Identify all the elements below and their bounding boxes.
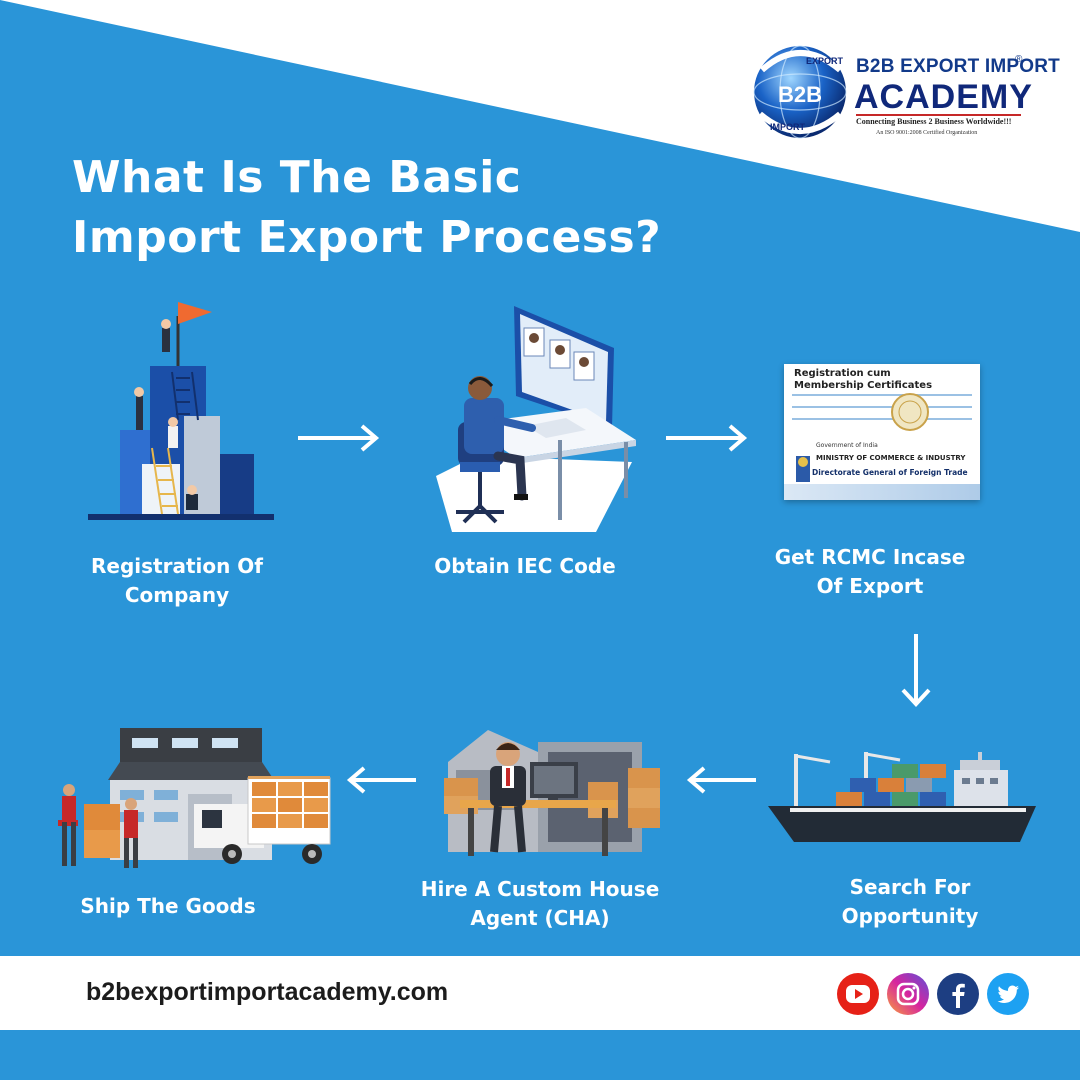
step-label-search-opportunity: Search For Opportunity	[841, 875, 979, 928]
logo-brand-name: B2B EXPORT IMPORT	[856, 56, 1060, 77]
cargo-ship-illustration	[768, 752, 1036, 842]
svg-text:IMPORT: IMPORT	[770, 122, 806, 132]
step-label-iec-code: Obtain IEC Code	[434, 554, 616, 578]
footer-bar: b2bexportimportacademy.com	[0, 956, 1080, 1030]
title-line-2: Import Export Process?	[72, 212, 662, 263]
arrow-right-2-icon	[666, 424, 748, 452]
logo-underline	[856, 114, 1021, 116]
page-title: What Is The Basic Import Export Process?	[72, 148, 661, 268]
registered-mark: ®	[1015, 54, 1023, 65]
youtube-icon[interactable]	[836, 972, 880, 1016]
svg-text:B2B: B2B	[778, 82, 822, 107]
logo-tagline: Connecting Business 2 Business Worldwide…	[856, 117, 1012, 126]
website-link[interactable]: b2bexportimportacademy.com	[86, 978, 449, 1006]
certificate-illustration: Registration cum Membership Certificates…	[784, 364, 980, 500]
certificate-directorate: Directorate General of Foreign Trade	[812, 468, 968, 477]
customs-agent-illustration	[444, 730, 660, 856]
globe-emblem-icon: EXPORT IMPORT B2B	[753, 45, 847, 139]
step-label-ship-goods: Ship The Goods	[80, 894, 256, 918]
warehouse-truck-illustration	[58, 728, 331, 868]
title-line-1: What Is The Basic	[72, 152, 522, 203]
certificate-heading: Registration cum Membership Certificates	[794, 368, 932, 392]
step-label-rcmc: Get RCMC Incase Of Export	[774, 545, 966, 598]
arrow-down-icon	[901, 634, 931, 707]
company-growth-illustration	[88, 302, 274, 520]
computer-operator-illustration	[436, 306, 636, 532]
certificate-ministry: MINISTRY OF COMMERCE & INDUSTRY	[816, 454, 966, 462]
facebook-icon[interactable]	[936, 972, 980, 1016]
arrow-right-1-icon	[298, 424, 380, 452]
logo-academy: ACADEMY	[854, 78, 1033, 116]
svg-text:EXPORT: EXPORT	[806, 56, 844, 66]
instagram-icon[interactable]	[886, 972, 930, 1016]
arrow-left-2-icon	[346, 766, 416, 794]
academy-logo: EXPORT IMPORT B2B B2B EXPORT IMPORT ® AC…	[748, 40, 1060, 150]
seal-icon	[891, 393, 929, 431]
step-label-registration: Registration Of Company	[90, 554, 264, 607]
logo-certification: An ISO 9001:2008 Certified Organization	[876, 130, 978, 136]
certificate-heading-line-1: Registration cum	[794, 368, 891, 379]
emblem-icon	[796, 456, 810, 482]
certificate-gov: Government of India	[816, 442, 878, 449]
certificate-heading-line-2: Membership Certificates	[794, 380, 933, 391]
arrow-left-1-icon	[686, 766, 756, 794]
step-label-hire-cha: Hire A Custom House Agent (CHA)	[420, 877, 660, 930]
twitter-icon[interactable]	[986, 972, 1030, 1016]
